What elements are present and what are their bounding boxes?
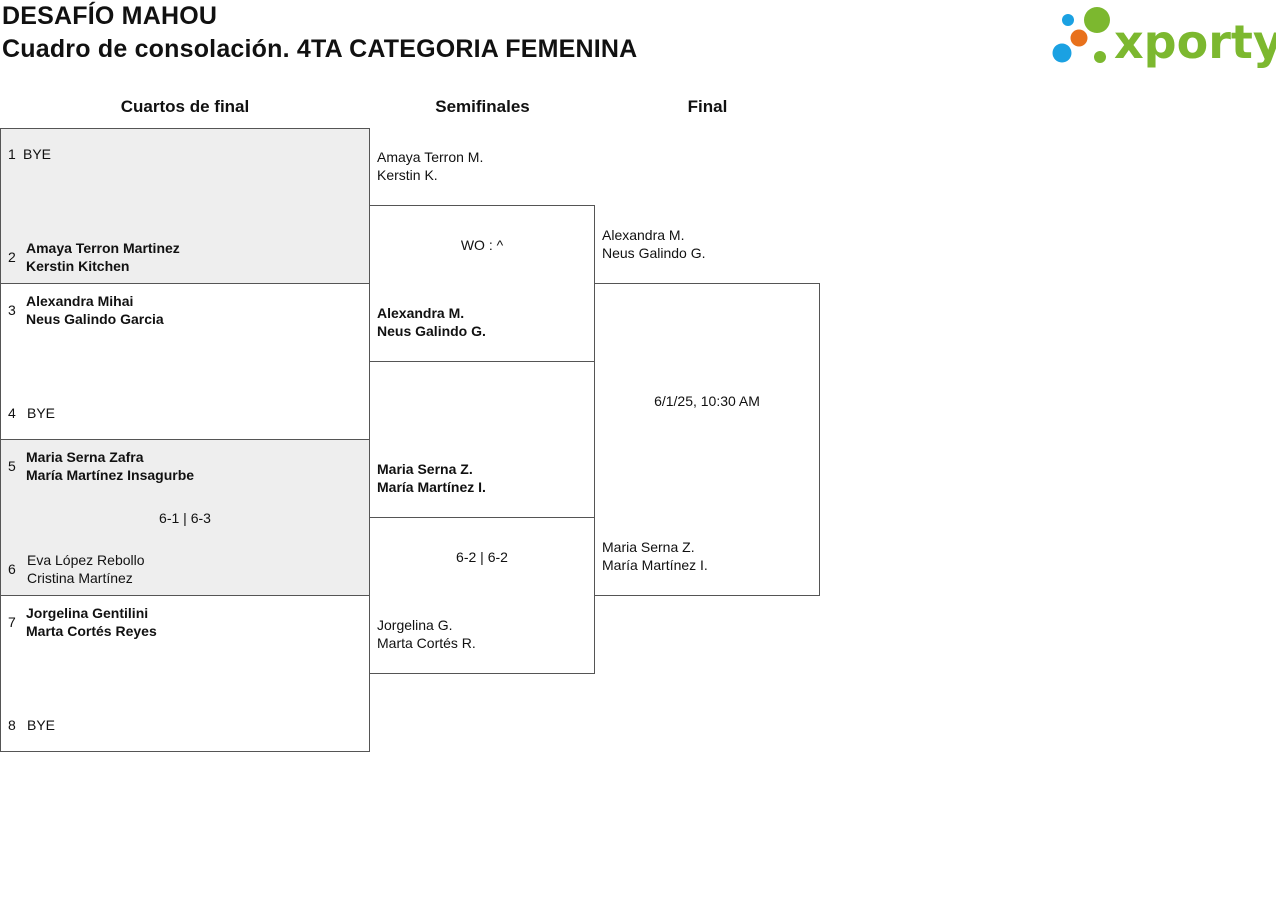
team-player-1: Amaya Terron Martinez — [26, 240, 180, 256]
final-match — [594, 283, 820, 596]
xporty-logo: xporty — [1050, 4, 1280, 73]
round-header-semifinals: Semifinales — [435, 97, 530, 116]
team-player-1: Amaya Terron M. — [377, 149, 484, 165]
quarterfinal-match-3 — [0, 439, 370, 596]
draw-subtitle: Cuadro de consolación. 4TA CATEGORIA FEM… — [2, 35, 638, 63]
match-score: 6-2 | 6-2 — [456, 549, 508, 565]
team-player-2: Kerstin Kitchen — [26, 258, 130, 274]
seed-number: 5 — [8, 458, 16, 474]
seed-number: 6 — [8, 561, 16, 577]
seed-number: 4 — [8, 405, 16, 421]
team-player-1: Jorgelina G. — [377, 617, 453, 633]
seed-number: 7 — [8, 614, 16, 630]
seed-number: 8 — [8, 717, 16, 733]
team-player-1: Maria Serna Z. — [377, 461, 473, 477]
team-player-2: María Martínez Insagurbe — [26, 467, 195, 483]
team-player-1: Jorgelina Gentilini — [26, 605, 149, 621]
team-name: BYE — [27, 717, 56, 733]
logo-wordmark: xporty — [1114, 15, 1276, 68]
team-player-2: Marta Cortés R. — [377, 635, 476, 651]
team-player-1: Maria Serna Z. — [602, 539, 695, 555]
team-player-1: Maria Serna Zafra — [26, 449, 144, 465]
team-player-2: Marta Cortés Reyes — [26, 623, 157, 639]
event-title: DESAFÍO MAHOU — [2, 2, 218, 30]
round-header-quarterfinals: Cuartos de final — [120, 97, 250, 116]
seed-number: 3 — [8, 302, 16, 318]
team-player-2: Neus Galindo G. — [377, 323, 486, 339]
team-player-2: Neus Galindo G. — [602, 245, 706, 261]
match-score: WO : ^ — [460, 237, 504, 253]
team-name: BYE — [23, 146, 52, 162]
team-player-2: María Martínez I. — [602, 557, 708, 573]
match-schedule: 6/1/25, 10:30 AM — [654, 393, 760, 409]
team-player-2: Cristina Martínez — [27, 570, 133, 586]
seed-number: 2 — [8, 249, 16, 265]
team-player-1: Alexandra Mihai — [26, 293, 134, 309]
seed-number: 1 — [8, 146, 16, 162]
team-player-1: Eva López Rebollo — [27, 552, 145, 568]
team-player-2: Kerstin K. — [377, 167, 438, 183]
team-player-2: María Martínez I. — [377, 479, 486, 495]
round-header-final: Final — [687, 97, 728, 116]
match-score: 6-1 | 6-3 — [159, 510, 211, 526]
team-player-1: Alexandra M. — [377, 305, 465, 321]
team-name: BYE — [27, 405, 56, 421]
team-player-1: Alexandra M. — [602, 227, 685, 243]
team-player-2: Neus Galindo Garcia — [26, 311, 164, 327]
quarterfinal-match-1 — [0, 128, 370, 284]
